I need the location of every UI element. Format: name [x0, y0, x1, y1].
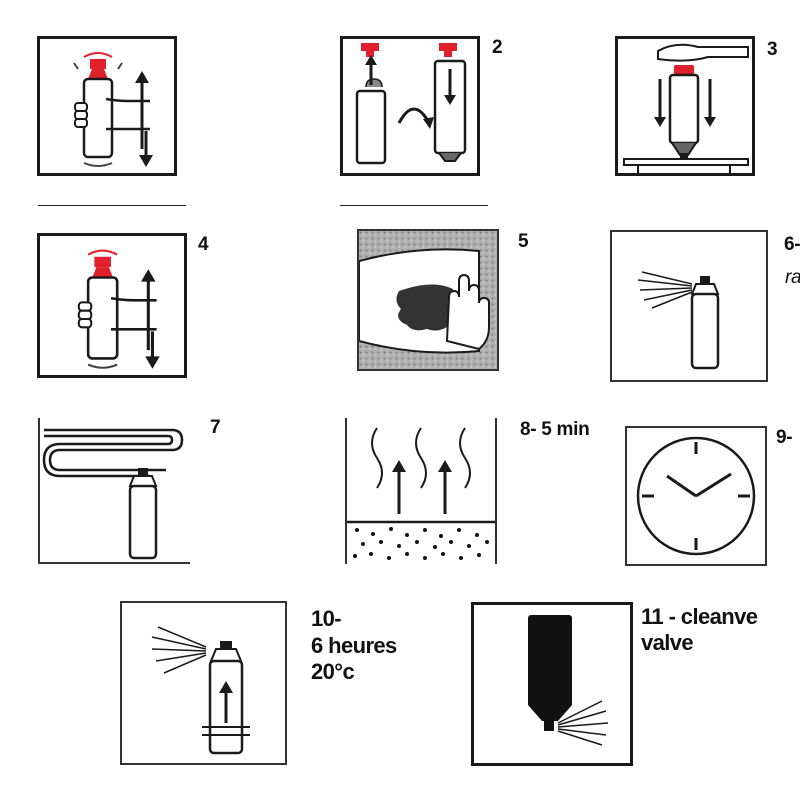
- step-6-caption: ra: [785, 267, 800, 288]
- step-2-panel: [340, 36, 480, 176]
- step-3-panel: [615, 36, 755, 176]
- step-9-panel: [625, 426, 767, 566]
- step-2-number: 2: [492, 37, 503, 58]
- invert-can-icon: [355, 43, 467, 165]
- spray-upright-icon: [151, 626, 250, 755]
- evaporation-icon: [347, 427, 495, 560]
- step-7-number: 7: [210, 417, 221, 438]
- step-7-panel: [38, 418, 190, 564]
- shake-can-icon: [73, 52, 153, 167]
- step-10-number: 10-: [311, 606, 342, 631]
- spray-can-icon: [637, 271, 720, 370]
- clean-surface-icon: [359, 231, 497, 369]
- separator-line-left: [38, 205, 186, 206]
- step-5-panel: [357, 229, 499, 371]
- clock-icon: [636, 436, 756, 556]
- step-4-number: 4: [198, 234, 209, 255]
- step-1-panel: [37, 36, 177, 176]
- clean-valve-icon: [528, 615, 609, 746]
- step-4-panel: [37, 233, 187, 378]
- step-9-number: 9-: [776, 427, 793, 448]
- step-11-panel: [471, 602, 633, 766]
- step-5-number: 5: [518, 231, 529, 252]
- press-can-icon: [623, 43, 749, 173]
- step-8-number: 8- 5 min: [520, 419, 590, 440]
- step-11-caption: 11 - cleanve valve: [641, 604, 758, 655]
- step-6-number: 6-: [784, 234, 800, 255]
- separator-line-middle: [340, 205, 488, 206]
- spray-pattern-icon: [42, 428, 184, 560]
- step-8-panel: [345, 418, 497, 564]
- step-10-caption: 6 heures 20°c: [311, 633, 397, 684]
- shake-can-icon: [77, 249, 160, 369]
- step-3-number: 3: [767, 39, 778, 60]
- step-6-panel: [610, 230, 768, 382]
- step-10-panel: [120, 601, 287, 765]
